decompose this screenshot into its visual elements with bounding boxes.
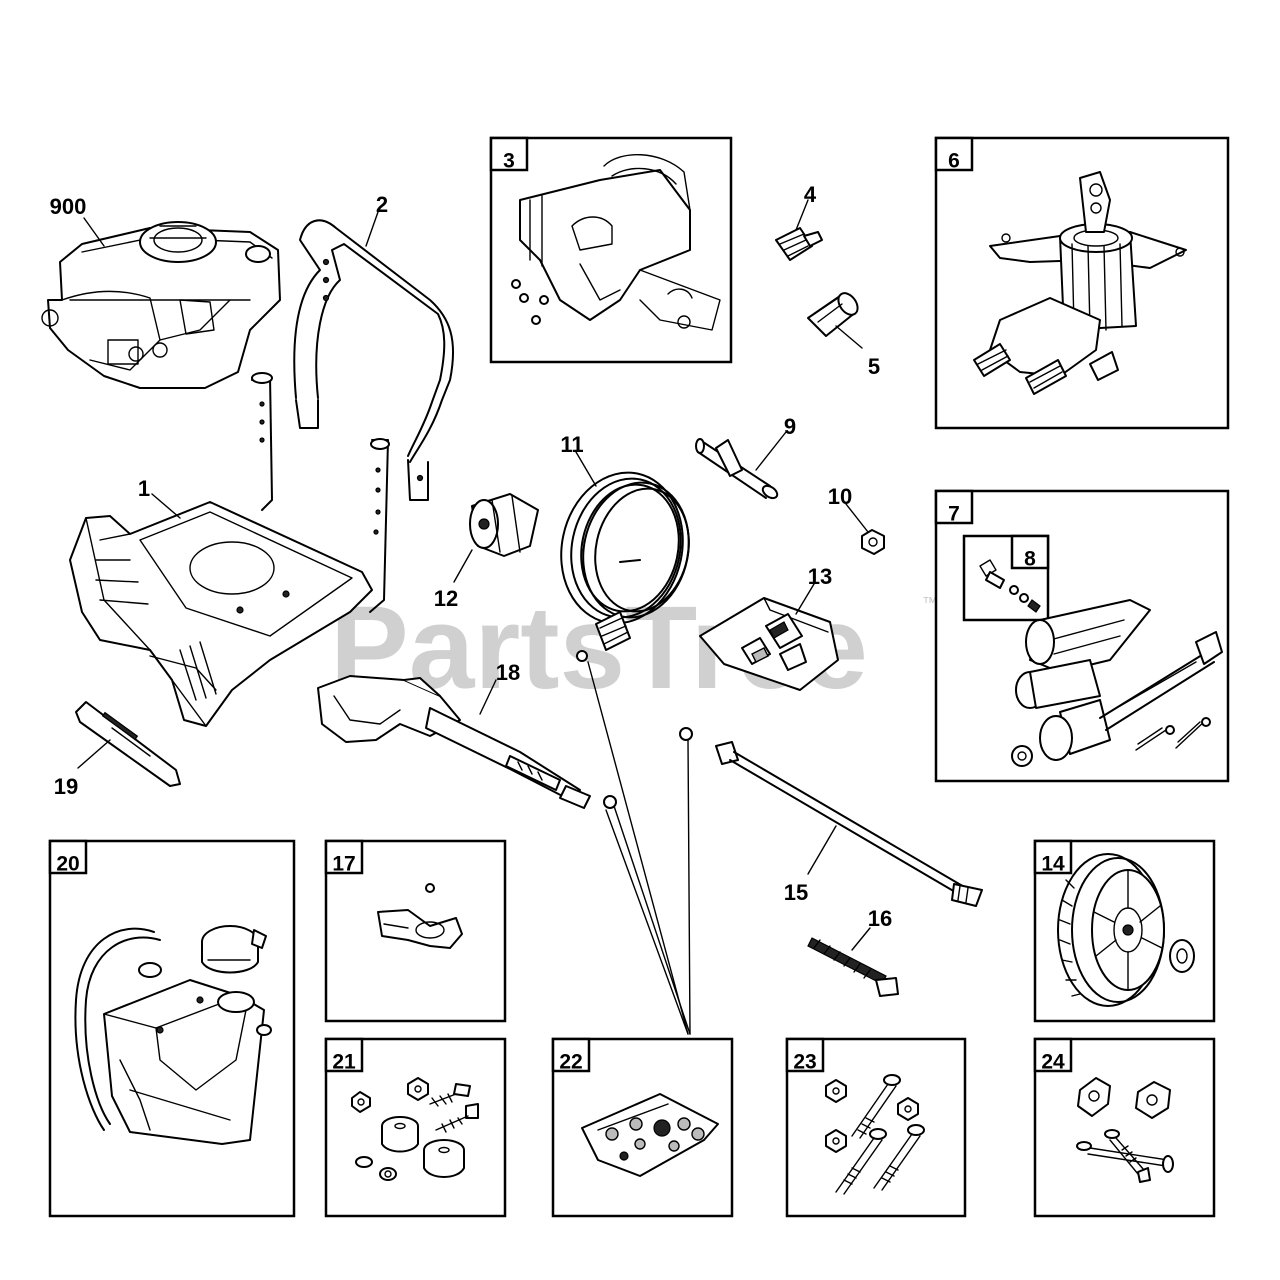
- spray-gun-drawing[interactable]: [317, 675, 617, 809]
- part-label-control-panel-kit[interactable]: 3: [503, 150, 515, 173]
- strap-drawing[interactable]: [807, 937, 899, 997]
- box-24: [1033, 1037, 1216, 1218]
- part-label-quick-connect[interactable]: 4: [804, 182, 817, 207]
- handle-hardware-drawing[interactable]: [1076, 1077, 1174, 1183]
- fuel-tank-drawing[interactable]: [74, 925, 272, 1145]
- control-panel-drawing[interactable]: [511, 154, 721, 331]
- box-20: [48, 839, 296, 1218]
- box-3-tag: [489, 136, 529, 172]
- frame-drawing[interactable]: [69, 372, 390, 727]
- handle-drawing[interactable]: [293, 219, 454, 501]
- box-24-tag: [1033, 1037, 1073, 1073]
- o-ring-kit-drawing[interactable]: [581, 1093, 719, 1177]
- part-label-handle-knob[interactable]: 17: [332, 853, 355, 876]
- part-label-high-pressure-hose[interactable]: 11: [560, 432, 583, 457]
- high-pressure-hose-drawing[interactable]: [548, 461, 701, 651]
- box-21: [324, 1037, 507, 1218]
- box-3: [489, 136, 733, 364]
- box-22: [551, 1037, 734, 1218]
- part-label-wheel-kit[interactable]: 14: [1041, 853, 1065, 876]
- part-label-nozzle-bag[interactable]: 13: [808, 564, 832, 589]
- pump-drawing[interactable]: [973, 171, 1187, 395]
- part-label-fuel-tank-kit[interactable]: 20: [56, 853, 79, 876]
- part-label-frame[interactable]: 1: [138, 476, 150, 501]
- part-label-engine[interactable]: 900: [50, 194, 87, 219]
- box-8-tag: [1010, 534, 1050, 570]
- watermark-trademark: ™: [922, 595, 938, 612]
- quick-connect-drawing[interactable]: [775, 227, 823, 261]
- box-14-tag: [1033, 839, 1073, 875]
- part-label-pump[interactable]: 6: [948, 150, 960, 173]
- box-7: [934, 489, 1230, 783]
- box-21-tag: [324, 1037, 364, 1073]
- box-23: [785, 1037, 967, 1218]
- box-8: [962, 534, 1050, 622]
- box-23-tag: [785, 1037, 825, 1073]
- box-14: [1033, 839, 1216, 1023]
- box-17-tag: [324, 839, 364, 875]
- handle-knob-drawing[interactable]: [377, 883, 463, 949]
- part-label-decal-plate[interactable]: 19: [54, 774, 78, 799]
- spray-gun-kit-drawing[interactable]: [1011, 599, 1223, 767]
- decal-plate-drawing[interactable]: [75, 701, 181, 787]
- box-22-tag: [551, 1037, 591, 1073]
- part-label-handle[interactable]: 2: [376, 192, 388, 217]
- part-label-spray-gun[interactable]: 18: [496, 660, 520, 685]
- part-label-hose-reel-knob[interactable]: 12: [434, 586, 458, 611]
- part-label-o-ring-kit[interactable]: 22: [559, 1051, 582, 1074]
- hose-adapter-drawing[interactable]: [807, 290, 862, 337]
- part-label-gun-repair-kit[interactable]: 8: [1024, 548, 1036, 571]
- leader-lines: [77, 199, 871, 1035]
- part-label-mount-hardware-kit[interactable]: 21: [332, 1051, 356, 1074]
- box-6: [934, 136, 1230, 430]
- bolt-kit-drawing[interactable]: [825, 1074, 925, 1195]
- part-label-handle-hardware-kit[interactable]: 24: [1041, 1051, 1065, 1074]
- part-label-bolt-kit[interactable]: 23: [793, 1051, 816, 1074]
- hose-reel-knob-drawing[interactable]: [469, 493, 539, 557]
- part-label-axle[interactable]: 9: [784, 414, 796, 439]
- axle-drawing[interactable]: [695, 438, 779, 501]
- wand-drawing[interactable]: [679, 727, 983, 907]
- part-label-wand[interactable]: 15: [784, 880, 808, 905]
- mount-hardware-drawing[interactable]: [351, 1077, 479, 1181]
- nozzle-bag-drawing[interactable]: [576, 597, 839, 691]
- part-label-strap[interactable]: 16: [868, 906, 892, 931]
- part-label-spray-gun-kit[interactable]: 7: [948, 503, 960, 526]
- wheel-kit-drawing[interactable]: [1057, 853, 1195, 1007]
- box-7-tag: [934, 489, 974, 525]
- gun-repair-kit-drawing[interactable]: [979, 559, 1041, 613]
- box-6-tag: [934, 136, 974, 172]
- box-20-tag: [48, 839, 88, 875]
- nut-drawing[interactable]: [861, 529, 885, 555]
- box-17: [324, 839, 507, 1023]
- part-label-hose-adapter[interactable]: 5: [868, 354, 880, 379]
- engine-drawing[interactable]: [41, 221, 281, 389]
- part-label-nut[interactable]: 10: [828, 484, 852, 509]
